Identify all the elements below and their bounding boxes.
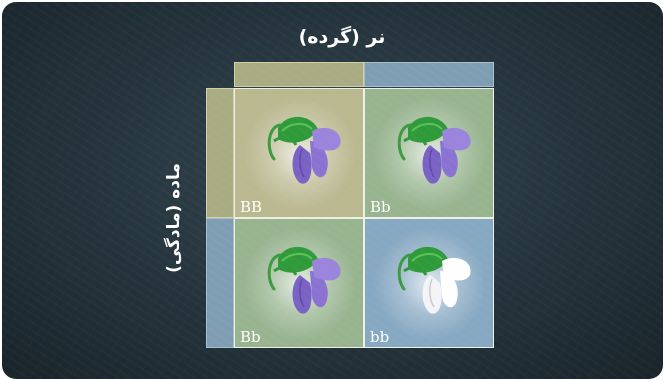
female-allele-header-1 [206, 88, 234, 218]
purple-flower-icon [267, 116, 341, 184]
genotype-label: Bb [240, 328, 261, 346]
punnett-cell-Bb-bottom: Bb [234, 218, 364, 348]
white-flower-icon [397, 246, 471, 314]
punnett-cell-BB: BB [234, 88, 364, 218]
male-pollen-label: نر (گرده) [298, 26, 386, 48]
genotype-label: bb [370, 328, 390, 346]
genotype-label: Bb [370, 198, 391, 216]
female-allele-header-2 [206, 218, 234, 348]
purple-flower-icon [267, 246, 341, 314]
purple-flower-icon [397, 116, 471, 184]
male-allele-header-2 [364, 62, 494, 87]
male-allele-header-1 [234, 62, 364, 87]
genotype-label: BB [240, 198, 263, 216]
punnett-cell-bb: bb [364, 218, 494, 348]
punnett-cell-Bb-top: Bb [364, 88, 494, 218]
female-pistil-label: ماده (مادگی) [164, 163, 184, 273]
